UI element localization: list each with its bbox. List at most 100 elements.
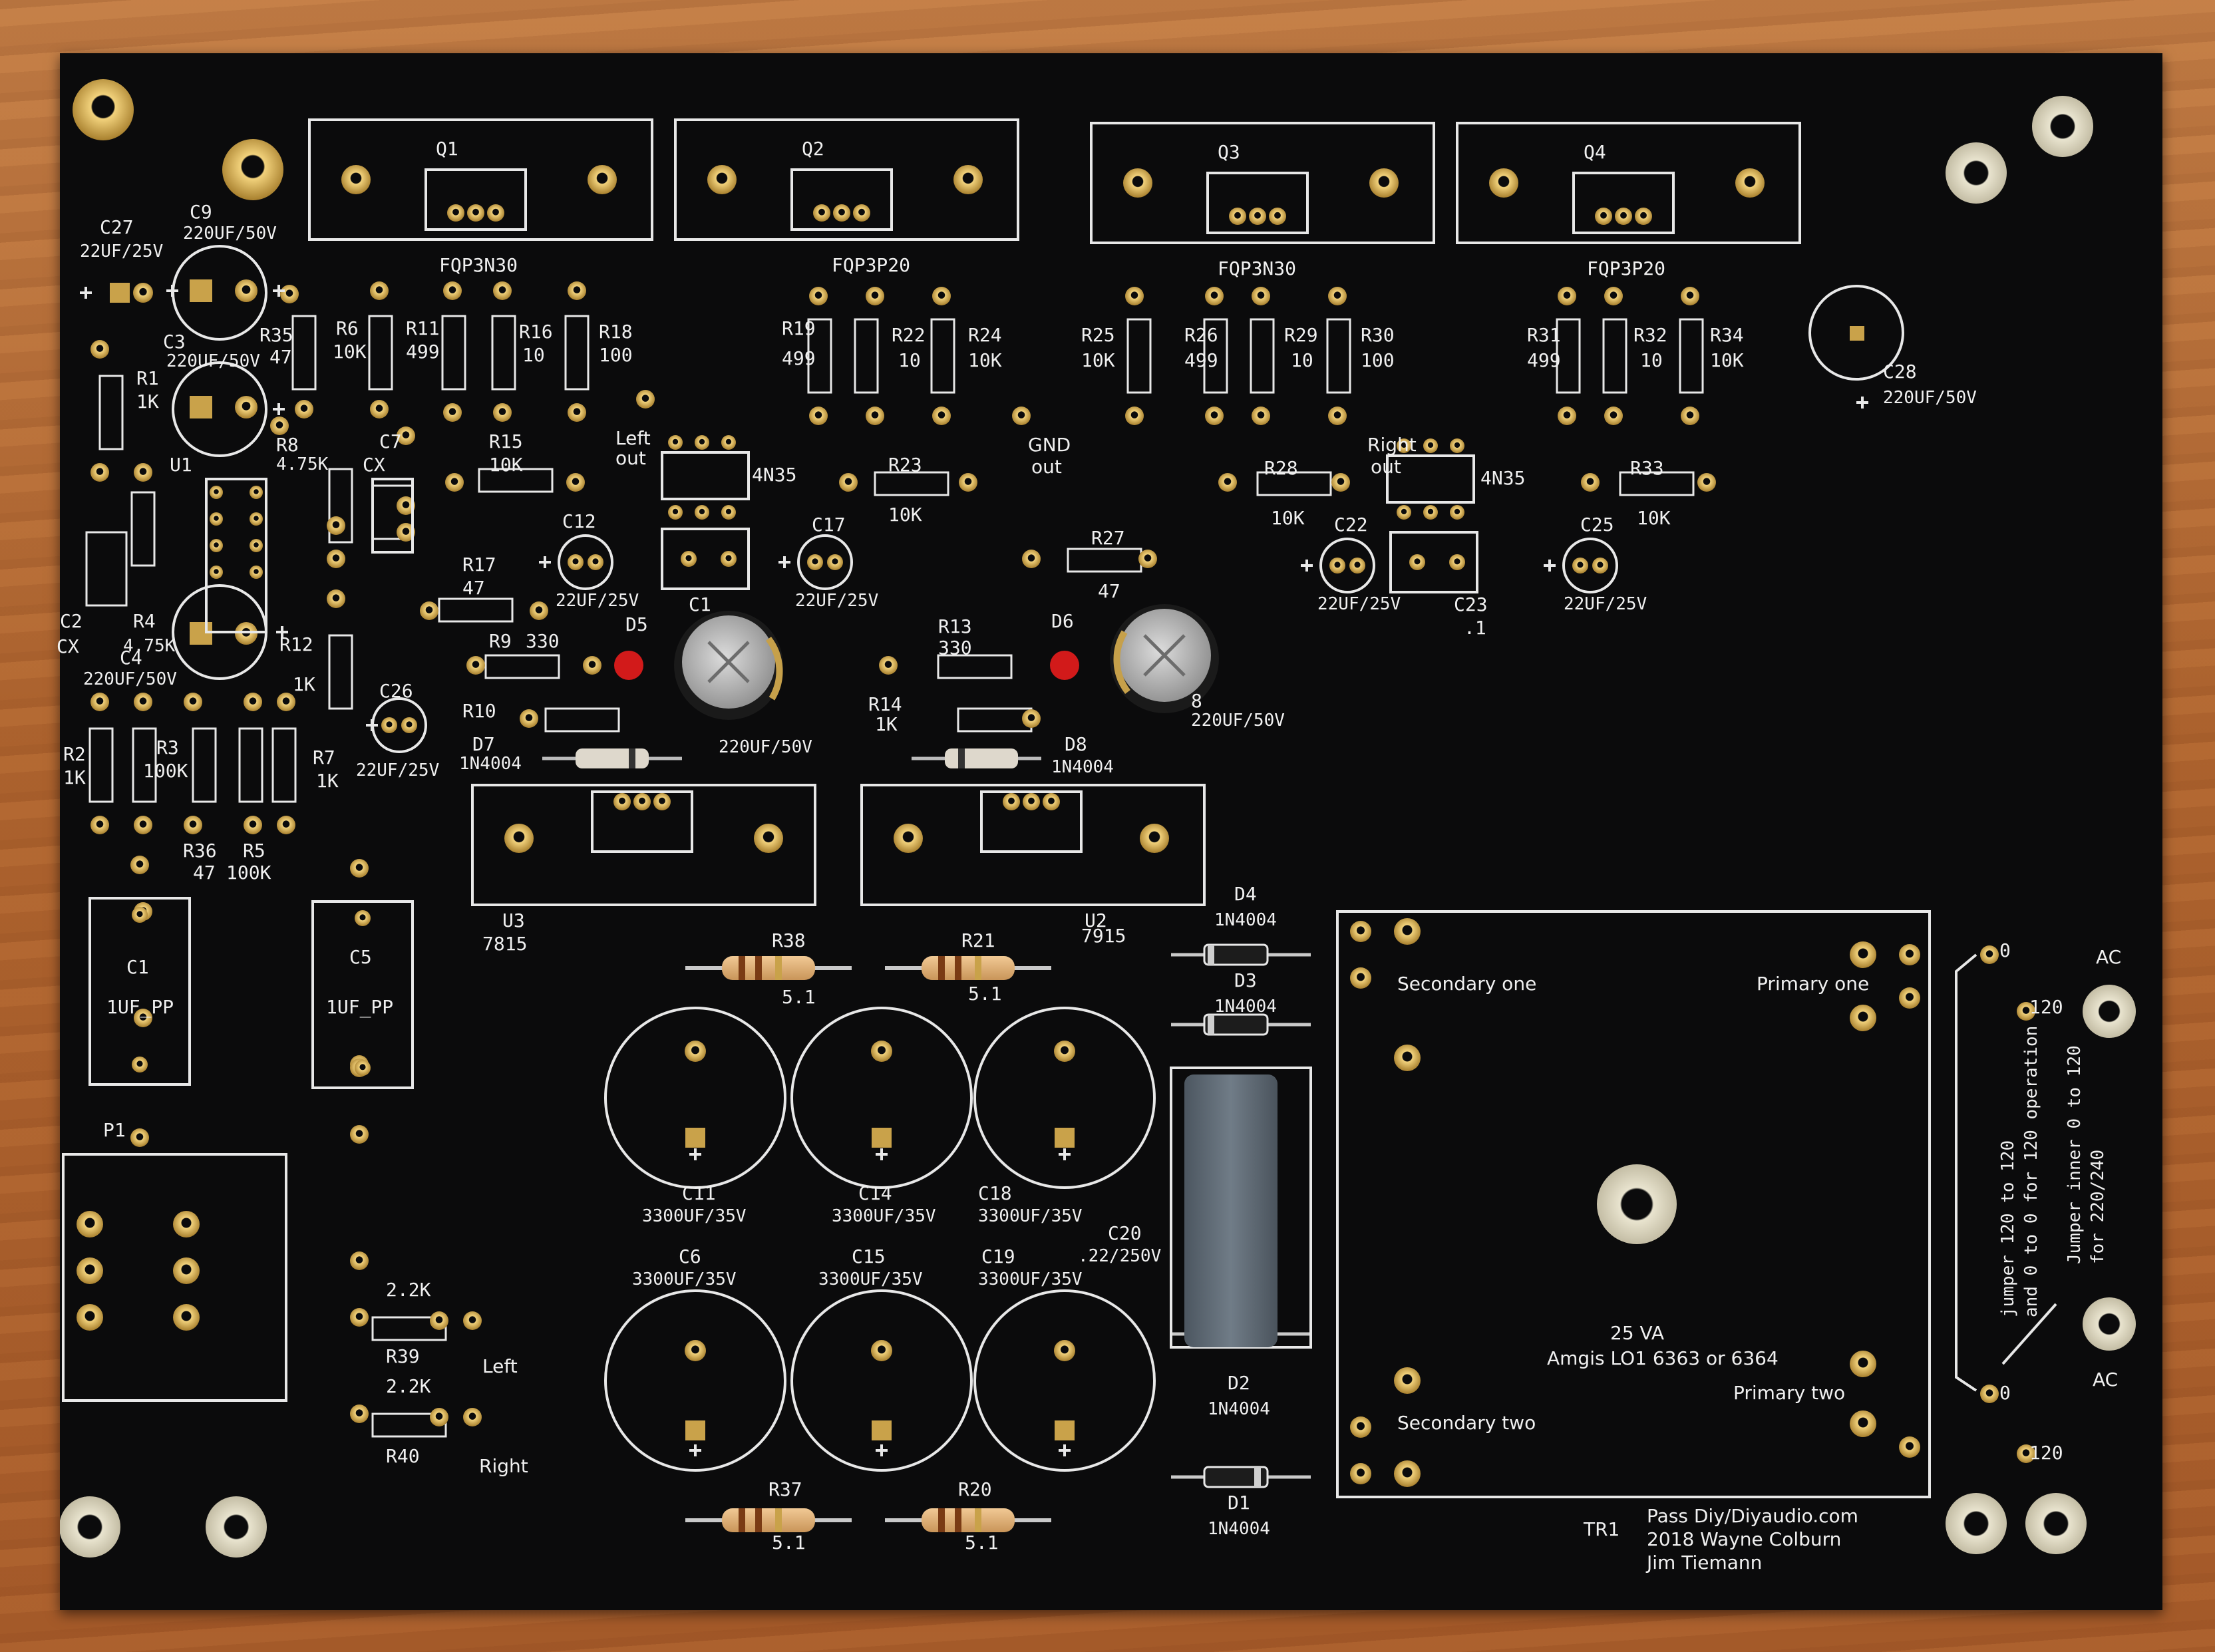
label-c28-value: 220UF/50V xyxy=(1883,388,1977,408)
ac-jumper-area xyxy=(1955,945,2057,1463)
label-c5: C5 xyxy=(349,946,372,968)
label-u2: U2 xyxy=(1085,909,1107,931)
label-fqp3n30-b: FQP3N30 xyxy=(1218,257,1297,279)
label-c23: C23 xyxy=(1454,593,1488,615)
label-0-a: 0 xyxy=(1999,939,2011,961)
transformer-outline xyxy=(1336,910,1931,1498)
label-c25-value: 22UF/25V xyxy=(1564,594,1647,614)
label-c26: C26 xyxy=(379,680,413,702)
label-q1: Q1 xyxy=(436,138,458,160)
mounting-holes xyxy=(60,79,2136,1558)
label-r32-value: 10 xyxy=(1640,349,1663,371)
label-d8: D8 xyxy=(1065,733,1087,755)
label-d7: D7 xyxy=(472,733,495,755)
label-c1: C1 xyxy=(126,956,149,978)
label-c8-value: 220UF/50V xyxy=(1191,711,1285,731)
label-c7: C7 xyxy=(379,430,402,452)
label-ac-1: AC xyxy=(2096,946,2122,968)
label-r16-value: 10 xyxy=(522,344,545,366)
label-r20-value: 5.1 xyxy=(965,1532,999,1554)
film-cap-outlines xyxy=(88,897,414,1089)
label-d8-value: 1N4004 xyxy=(1051,757,1114,777)
label-r12-value: 1K xyxy=(293,673,315,695)
label-c3: C3 xyxy=(163,331,186,353)
label-jumper-3: Jumper inner 0 to 120 xyxy=(2065,1045,2085,1264)
populated-electrolytic-c8 xyxy=(1110,604,1219,713)
label-q3: Q3 xyxy=(1218,141,1240,163)
label-r13: R13 xyxy=(938,615,972,637)
label-r18: R18 xyxy=(599,321,633,343)
label-c7-value: CX xyxy=(363,454,385,476)
label-q4: Q4 xyxy=(1584,141,1606,163)
label-r34: R34 xyxy=(1710,324,1744,346)
label-c5-value: 1UF_PP xyxy=(326,996,394,1018)
label-r9: R9 xyxy=(489,630,512,652)
film-cap-pads xyxy=(132,907,371,1076)
label-c15-value: 3300UF/35V xyxy=(818,1269,923,1289)
label-r8: R8 xyxy=(276,434,299,456)
label-r13-value: 330 xyxy=(938,637,972,659)
label-120-b: 120 xyxy=(2029,1442,2063,1464)
label-r38: R38 xyxy=(772,929,806,951)
label-r33: R33 xyxy=(1630,457,1664,479)
label-c9: C9 xyxy=(190,201,212,223)
label-r22-value: 10 xyxy=(898,349,921,371)
label-d3: D3 xyxy=(1234,969,1257,991)
label-right-out-2: out xyxy=(1371,456,1401,478)
label-c6-value: 3300UF/35V xyxy=(632,1269,737,1289)
label-r2-value: 1K xyxy=(63,766,86,788)
label-c14-value: 3300UF/35V xyxy=(832,1206,936,1226)
label-r32: R32 xyxy=(1633,324,1667,346)
label-r31-value: 499 xyxy=(1527,349,1561,371)
label-c19-value: 3300UF/35V xyxy=(978,1269,1083,1289)
label-r24-value: 10K xyxy=(968,349,1002,371)
label-r3: R3 xyxy=(156,737,179,758)
label-r21-value: 5.1 xyxy=(968,983,1002,1005)
resistor-outlines xyxy=(85,315,1704,803)
label-credit-3: Jim Tiemann xyxy=(1647,1552,1763,1573)
diode-d8 xyxy=(912,748,1041,768)
label-r19: R19 xyxy=(782,317,816,339)
label-r22: R22 xyxy=(892,324,926,346)
label-r25-value: 10K xyxy=(1081,349,1115,371)
label-d4-value: 1N4004 xyxy=(1214,910,1277,930)
power-resistors xyxy=(685,956,1051,1532)
label-r20: R20 xyxy=(958,1478,992,1500)
opto-pads xyxy=(210,435,1465,579)
label-jumper-4: for 220/240 xyxy=(2088,1149,2108,1264)
label-r14: R14 xyxy=(868,693,902,715)
label-jumper-2: and 0 to 0 for 120 operation xyxy=(2021,1025,2041,1317)
label-c11-value: 3300UF/35V xyxy=(642,1206,747,1226)
label-c23-value: .1 xyxy=(1464,617,1486,639)
label-r11: R11 xyxy=(406,317,440,339)
label-r26-value: 499 xyxy=(1184,349,1218,371)
label-d1: D1 xyxy=(1228,1492,1250,1514)
label-d6: D6 xyxy=(1051,610,1074,632)
polarity-marks xyxy=(80,285,1868,1456)
label-c1-value: 1UF_PP xyxy=(106,996,174,1018)
label-r28: R28 xyxy=(1264,457,1298,479)
label-d2: D2 xyxy=(1228,1372,1250,1394)
label-d5: D5 xyxy=(625,613,648,635)
label-r23: R23 xyxy=(888,454,922,476)
mosfet-pads xyxy=(341,165,1765,853)
label-r35: R35 xyxy=(259,324,293,346)
label-0-b: 0 xyxy=(1999,1382,2011,1404)
label-r35-value: 47 xyxy=(269,346,292,368)
label-r6-value: 10K xyxy=(333,341,367,363)
label-r29: R29 xyxy=(1284,324,1318,346)
label-c2: C2 xyxy=(60,610,83,632)
label-c12-value: 22UF/25V xyxy=(556,591,639,611)
label-c14: C14 xyxy=(858,1182,892,1204)
label-r4-value: 4.75K xyxy=(123,636,176,656)
mosfet-outlines xyxy=(308,118,1801,906)
label-c4-value: 220UF/50V xyxy=(83,669,177,689)
label-r15: R15 xyxy=(489,430,523,452)
label-r25: R25 xyxy=(1081,324,1115,346)
label-r30: R30 xyxy=(1361,324,1395,346)
label-r38-value: 5.1 xyxy=(782,986,816,1008)
label-c4: C4 xyxy=(120,647,142,669)
diode-d7 xyxy=(542,748,682,768)
filter-cap-pads xyxy=(685,1041,1075,1440)
label-amgis: Amgis LO1 6363 or 6364 xyxy=(1547,1347,1779,1369)
